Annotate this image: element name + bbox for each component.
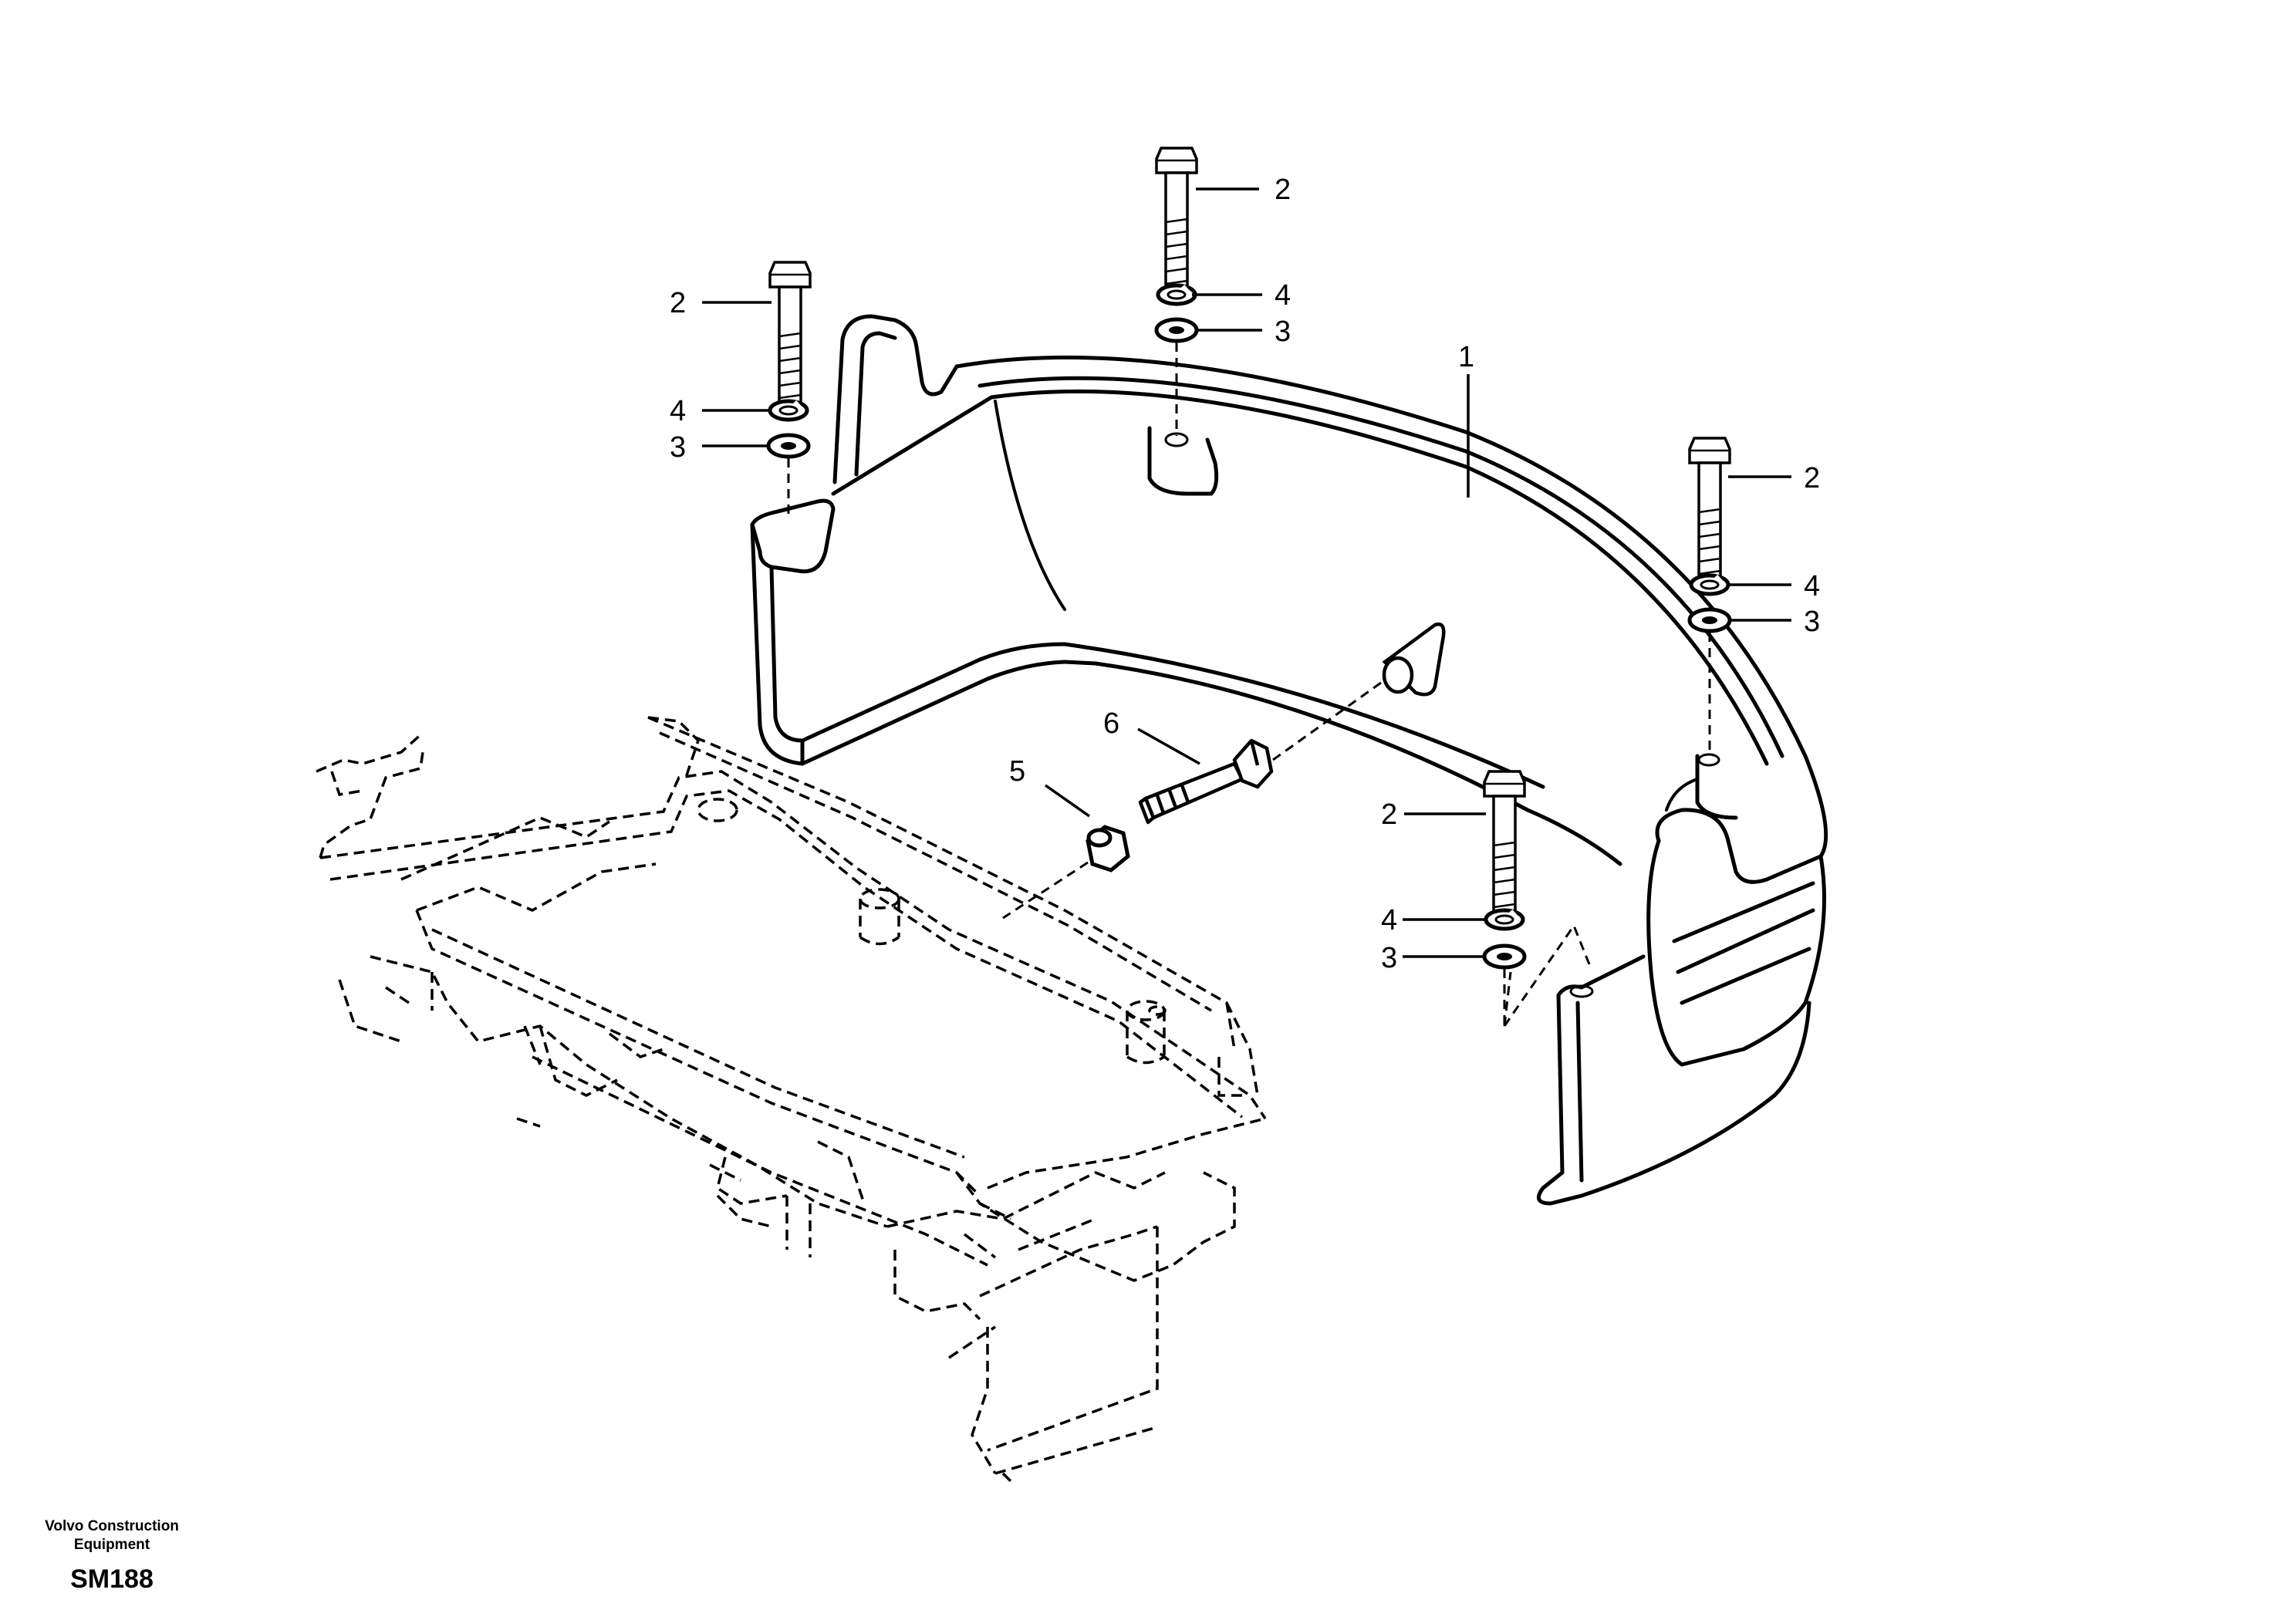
callout-2-front: 2 (1381, 798, 1397, 831)
sheet-code: SM188 (70, 1564, 154, 1594)
bolt-set-right (1690, 437, 1730, 631)
brand-name-line1: Volvo Construction (45, 1518, 179, 1534)
upper-frame-outline (316, 716, 1267, 1483)
brand-name-line2: Equipment (73, 1537, 150, 1553)
callout-2-left: 2 (670, 287, 686, 319)
nut-5 (1086, 825, 1130, 872)
callout-4-front: 4 (1381, 904, 1397, 937)
callout-5: 5 (1009, 755, 1025, 788)
callout-3-right: 3 (1804, 606, 1820, 638)
callout-6: 6 (1103, 707, 1119, 740)
callout-4-left: 4 (670, 395, 686, 427)
callout-3-center: 3 (1275, 316, 1291, 348)
bolt-set-front (1484, 770, 1524, 967)
callout-2-center: 2 (1275, 174, 1291, 206)
callout-3-left: 3 (670, 431, 686, 464)
callout-leaders (702, 187, 1791, 958)
counterweight (750, 314, 1828, 1206)
counterweight-plug (1382, 622, 1446, 697)
callout-4-right: 4 (1804, 570, 1820, 602)
callout-3-front: 3 (1381, 942, 1397, 974)
assembly-lines (787, 343, 1711, 1027)
callout-2-right: 2 (1804, 462, 1820, 494)
bolt-set-center (1156, 147, 1197, 341)
callout-labels: 1 2 4 3 2 4 3 2 4 3 2 4 3 6 5 (670, 174, 1820, 974)
callout-1: 1 (1458, 341, 1474, 373)
lifting-bolt-6 (1138, 738, 1274, 825)
callout-4-center: 4 (1275, 279, 1291, 312)
bolt-set-left (768, 261, 812, 457)
